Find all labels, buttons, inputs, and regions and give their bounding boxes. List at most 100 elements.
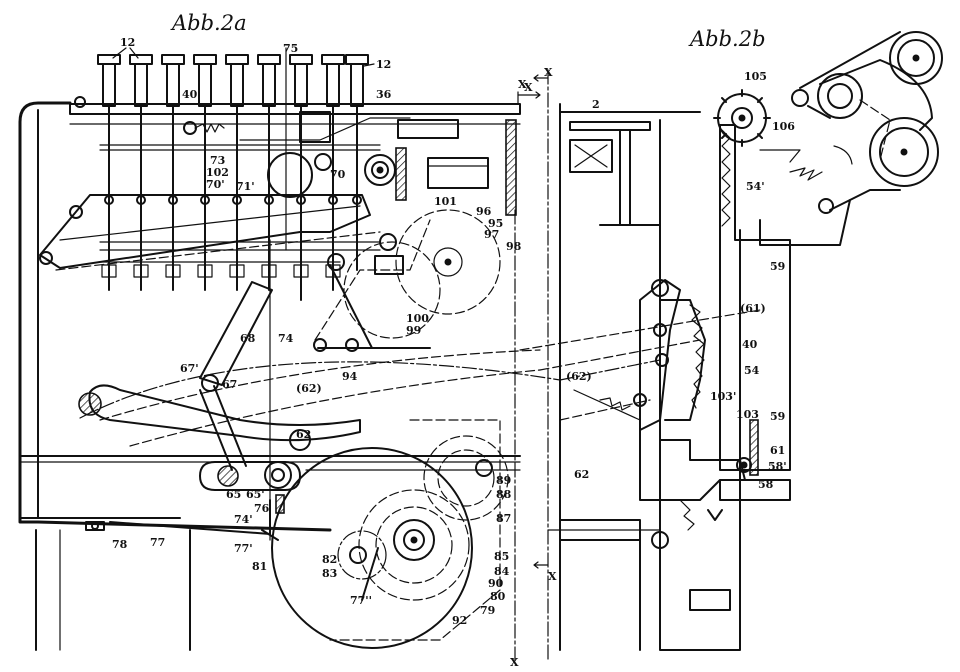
ref-78: 78 bbox=[112, 538, 128, 551]
ref-96: 96 bbox=[476, 205, 492, 218]
ref-105: 105 bbox=[744, 70, 767, 83]
key-stem bbox=[257, 54, 281, 291]
ref-103p: 103' bbox=[710, 390, 736, 403]
key-stem bbox=[289, 54, 313, 301]
ref-80: 80 bbox=[490, 590, 506, 603]
figure-2b: Abb.2b X X X bbox=[518, 27, 943, 661]
section-mark: X bbox=[518, 78, 527, 91]
dashed-cams bbox=[313, 209, 501, 352]
ref-67p: 67' bbox=[180, 362, 199, 375]
ref-85: 85 bbox=[494, 550, 509, 563]
ref-73: 73 bbox=[210, 154, 225, 167]
upper-mechanism bbox=[39, 47, 517, 275]
ref-98: 98 bbox=[506, 240, 522, 253]
gear-102 bbox=[267, 152, 313, 198]
ref-75: 75 bbox=[283, 42, 298, 55]
ref-90: 90 bbox=[488, 577, 504, 590]
arm-62 bbox=[88, 384, 361, 442]
ref-77: 77 bbox=[150, 536, 165, 549]
ref-82: 82 bbox=[322, 553, 337, 566]
ref-88: 88 bbox=[496, 488, 512, 501]
gear-2 bbox=[569, 139, 613, 173]
key-stem bbox=[321, 54, 345, 291]
latch-103 bbox=[651, 419, 759, 549]
section-mark: X bbox=[510, 656, 519, 669]
ref-97: 97 bbox=[484, 228, 499, 241]
wheel-36 bbox=[364, 154, 396, 186]
lever-68 bbox=[199, 281, 273, 386]
lower-linkage bbox=[85, 429, 311, 541]
key-stem bbox=[97, 54, 121, 291]
ref-54p: 54' bbox=[746, 180, 765, 193]
ref-2: 2 bbox=[592, 98, 600, 111]
section-line-right: X X X bbox=[518, 66, 557, 661]
ref-77pp: 77'' bbox=[350, 594, 372, 607]
pulley-lower bbox=[869, 117, 939, 187]
ref-77p: 77' bbox=[234, 542, 253, 555]
ref-101: 101 bbox=[434, 195, 457, 208]
wheel-81 bbox=[271, 447, 473, 649]
ref-87: 87 bbox=[496, 512, 511, 525]
ref-65p: 65' bbox=[246, 488, 265, 501]
wheel-assembly bbox=[271, 209, 521, 661]
ref-40: 40 bbox=[742, 338, 758, 351]
bar-77 bbox=[109, 521, 271, 535]
box-96 bbox=[427, 157, 489, 189]
ref-58: 58 bbox=[758, 478, 774, 491]
projection-lines bbox=[519, 309, 761, 421]
ref-12: 12 bbox=[120, 36, 135, 49]
pulley-top bbox=[889, 31, 943, 85]
ref-79: 79 bbox=[480, 604, 495, 617]
link-62 bbox=[199, 461, 301, 491]
ref-61: 61 bbox=[770, 444, 785, 457]
ref-68: 68 bbox=[240, 332, 256, 345]
cam-97 bbox=[395, 209, 501, 315]
ref-74p: 74' bbox=[234, 513, 253, 526]
ref-70p: 70' bbox=[206, 178, 225, 191]
ref-102: 102 bbox=[206, 166, 229, 179]
ref-40: 40 bbox=[182, 88, 198, 101]
ref-61p: (61) bbox=[740, 302, 766, 315]
key-stem bbox=[225, 54, 249, 291]
ref-84: 84 bbox=[494, 565, 510, 578]
ref-65: 65 bbox=[226, 488, 241, 501]
section-mark: X bbox=[524, 81, 533, 94]
ref-74: 74 bbox=[278, 332, 294, 345]
sector-40 bbox=[599, 279, 706, 501]
figure-2a-title: Abb.2a bbox=[170, 11, 247, 35]
ref-100: 100 bbox=[406, 312, 429, 325]
ref-94: 94 bbox=[342, 370, 358, 383]
ref-95: 95 bbox=[488, 217, 503, 230]
carriage-block bbox=[397, 119, 459, 139]
ref-58p: 58' bbox=[768, 460, 787, 473]
frame-2b bbox=[547, 103, 741, 651]
ref-83: 83 bbox=[322, 567, 337, 580]
ref-67: 67 bbox=[222, 378, 237, 391]
ref-12: 12 bbox=[376, 58, 391, 71]
ref-62p: (62) bbox=[566, 370, 592, 383]
ref-92: 92 bbox=[452, 614, 467, 627]
ref-106: 106 bbox=[772, 120, 795, 133]
key-stem bbox=[193, 54, 217, 291]
figure-2a: Abb.2a bbox=[18, 11, 561, 669]
reference-numerals-2a: 12 12 75 40 36 73 102 70' 71' 70 101 96 … bbox=[112, 36, 522, 627]
key-stem bbox=[129, 54, 153, 291]
ref-89: 89 bbox=[496, 474, 511, 487]
section-mark: X bbox=[544, 66, 553, 79]
ref-99: 99 bbox=[406, 324, 421, 337]
ref-59: 59 bbox=[770, 260, 785, 273]
ref-76: 76 bbox=[254, 502, 270, 515]
ref-70: 70 bbox=[330, 168, 346, 181]
key-frame-lever bbox=[39, 194, 371, 269]
ref-62p: (62) bbox=[296, 382, 322, 395]
pulley-mid bbox=[817, 73, 863, 119]
ref-54: 54 bbox=[744, 364, 760, 377]
cam-99 bbox=[343, 241, 441, 339]
section-line-left: X X bbox=[510, 81, 541, 669]
ref-59: 59 bbox=[770, 410, 785, 423]
gear-105 bbox=[713, 89, 771, 147]
figure-2b-title: Abb.2b bbox=[688, 27, 766, 51]
ref-103: 103 bbox=[736, 408, 759, 421]
reference-numerals-2b: 2 105 106 54' 59 (61) 40 54 (62) 103' 10… bbox=[566, 70, 795, 491]
belt-drive bbox=[759, 31, 943, 246]
